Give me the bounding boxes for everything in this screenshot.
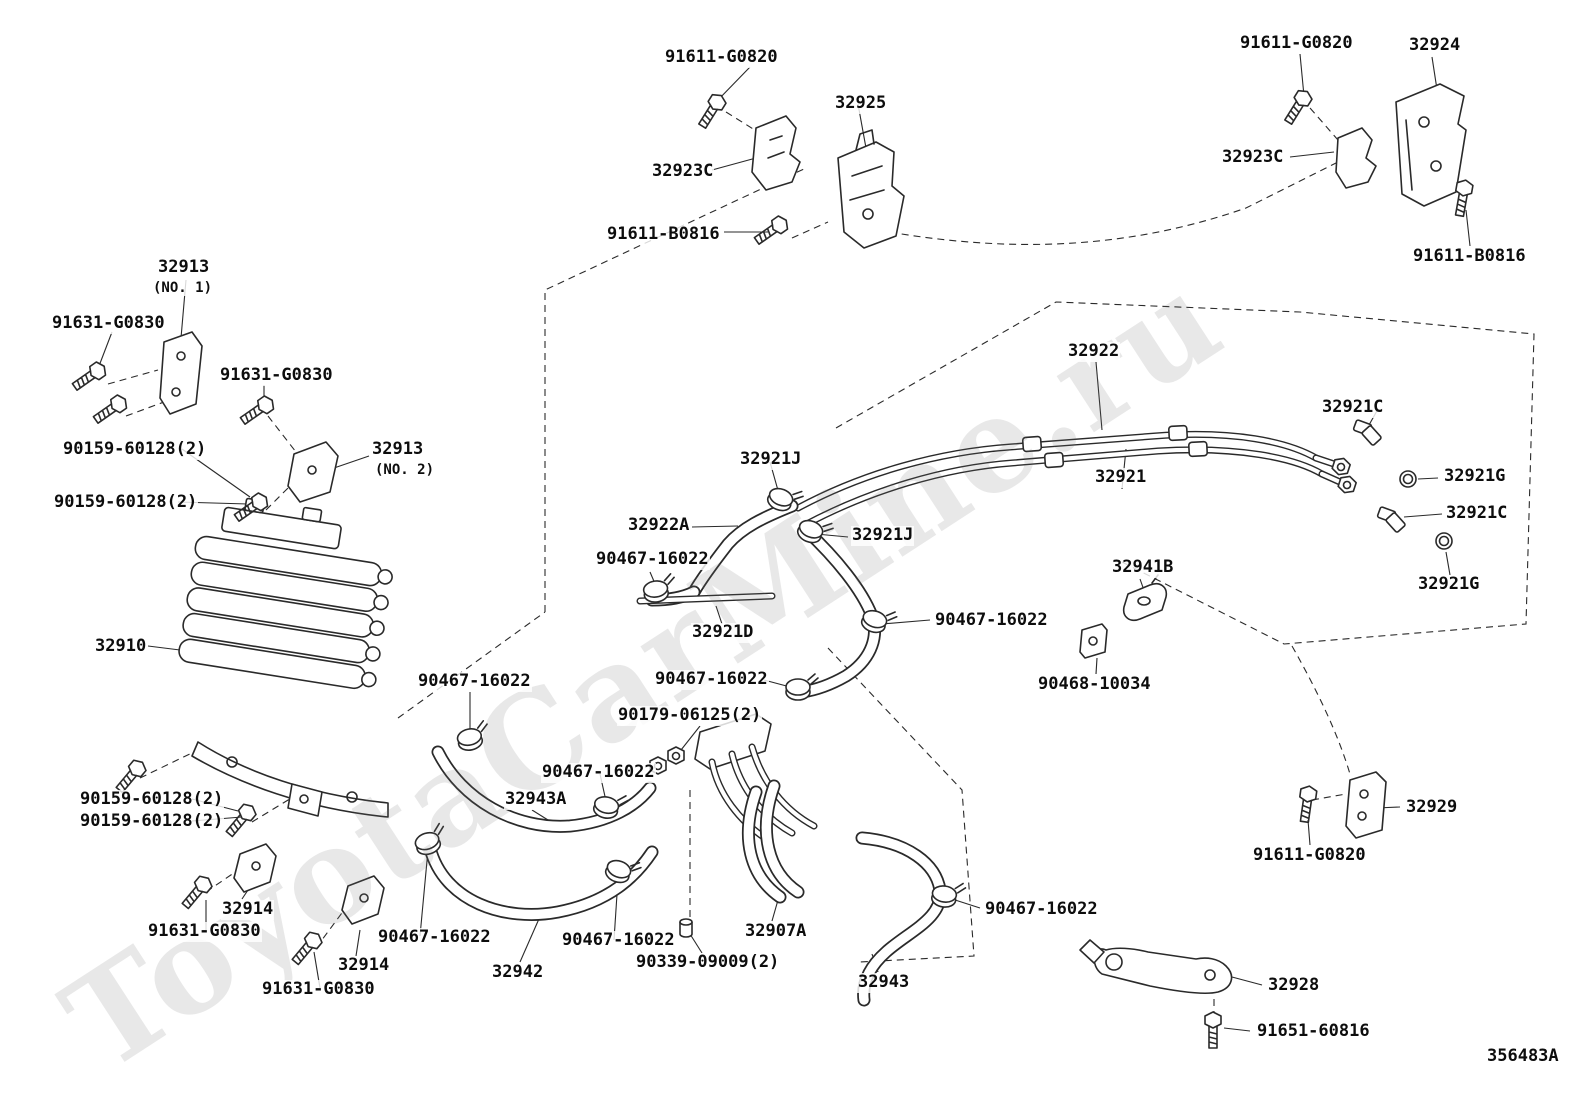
bracket-32923c-left-drawing xyxy=(751,115,801,191)
construction-lines xyxy=(107,107,1535,1018)
part-label-p32942: 32942 xyxy=(491,962,545,983)
hose-32943a-drawing xyxy=(431,745,657,833)
part-label-clamp-16022-8: 90467-16022 xyxy=(984,899,1099,920)
oil-cooler-drawing xyxy=(178,497,393,818)
part-label-p32923c-right: 32923C xyxy=(1221,147,1285,168)
part-label-bolt-60128-4: 90159-60128(2) xyxy=(79,811,225,832)
bracket-32913-no1-drawing xyxy=(159,331,203,415)
bolt-91611-g0820-1-drawing xyxy=(694,90,729,132)
cap-90339-drawing xyxy=(679,918,693,938)
bolt-91651-60816-drawing xyxy=(1204,1011,1222,1049)
part-label-p32913-no2: 32913 xyxy=(371,439,425,460)
part-label-p32914-1: 32914 xyxy=(221,899,275,920)
part-label-p32921j-2: 32921J xyxy=(851,525,915,546)
part-label-p32921c-2: 32921C xyxy=(1445,503,1509,524)
part-label-clamp-16022-1: 90467-16022 xyxy=(595,549,710,570)
hoses-center-drawing xyxy=(636,499,881,699)
clamp-90467-3-drawing xyxy=(454,719,493,754)
part-label-bolt-g0830-1: 91631-G0830 xyxy=(51,313,166,334)
plate-90468-drawing xyxy=(1079,623,1108,659)
bracket-32913-no2-drawing xyxy=(287,441,339,503)
part-label-clamp-16022-4: 90467-16022 xyxy=(654,669,769,690)
bracket-32914-2-drawing xyxy=(341,875,385,925)
part-label-bolt-b0816-right: 91611-B0816 xyxy=(1412,246,1527,267)
part-label-bolt-g0820-tr: 91611-G0820 xyxy=(1239,33,1354,54)
oring-32921g-1-drawing xyxy=(1399,470,1417,488)
tube-bundle-drawing xyxy=(649,713,818,844)
connector-32921c-2-drawing xyxy=(1373,505,1410,536)
part-label-p90179: 90179-06125(2) xyxy=(617,705,763,726)
part-label-bolt-60128-2: 90159-60128(2) xyxy=(53,492,199,513)
clamp-90467-6-drawing xyxy=(410,821,451,859)
part-label-p32943: 32943 xyxy=(857,972,911,993)
part-label-p32914-2: 32914 xyxy=(337,955,391,976)
bracket-32914-1-drawing xyxy=(233,843,277,893)
part-label-drawing-code: 356483A xyxy=(1486,1046,1560,1067)
part-label-p32928: 32928 xyxy=(1267,975,1321,996)
part-label-clamp-16022-5: 90467-16022 xyxy=(541,762,656,783)
part-label-p32913-no1: 32913 xyxy=(157,257,211,278)
part-label-p32913-no1-sub: (NO. 1) xyxy=(152,280,214,297)
part-label-p32921c-1: 32921C xyxy=(1321,397,1385,418)
part-label-bolt-60816: 91651-60816 xyxy=(1256,1021,1371,1042)
part-label-clamp-16022-2: 90467-16022 xyxy=(934,610,1049,631)
bracket-32923c-right-drawing xyxy=(1335,127,1377,189)
part-label-clamp-16022-3: 90467-16022 xyxy=(417,671,532,692)
tubes-32907a-drawing xyxy=(741,779,805,904)
part-label-p32924: 32924 xyxy=(1408,35,1462,56)
part-label-clamp-16022-6: 90467-16022 xyxy=(377,927,492,948)
bracket-32928-drawing xyxy=(1079,939,1233,994)
part-label-bolt-g0830-4: 91631-G0830 xyxy=(261,979,376,1000)
bolt-91611-b0816-1-drawing xyxy=(751,212,792,249)
part-label-bolt-g0830-3: 91631-G0830 xyxy=(147,921,262,942)
part-label-p32921: 32921 xyxy=(1094,467,1148,488)
part-label-bolt-60128-1: 90159-60128(2) xyxy=(62,439,208,460)
part-label-p32922: 32922 xyxy=(1067,341,1121,362)
oil-cooler-tubes-drawing xyxy=(794,424,1359,530)
part-label-p32921g-2: 32921G xyxy=(1417,574,1481,595)
part-label-p32921d: 32921D xyxy=(691,622,755,643)
hose-32943-drawing xyxy=(855,831,947,1007)
bolt-90159-60128-4-drawing xyxy=(222,800,260,840)
part-label-bolt-b0816-left: 91611-B0816 xyxy=(606,224,721,245)
bracket-32925-drawing xyxy=(837,129,905,249)
oring-32921g-2-drawing xyxy=(1435,532,1453,550)
bracket-32924-drawing xyxy=(1395,83,1467,207)
part-label-bolt-g0830-2: 91631-G0830 xyxy=(219,365,334,386)
part-label-p32913-no2-sub: (NO. 2) xyxy=(374,462,436,479)
part-label-p32921g-1: 32921G xyxy=(1443,466,1507,487)
bracket-32929-drawing xyxy=(1345,771,1387,839)
part-label-p32922a: 32922A xyxy=(627,515,691,536)
part-label-p32941b: 32941B xyxy=(1111,557,1175,578)
part-label-p32943a: 32943A xyxy=(504,789,568,810)
bolt-91611-g0820-2-drawing xyxy=(1280,86,1315,128)
part-label-p32929: 32929 xyxy=(1405,797,1459,818)
part-label-p32923c-left: 32923C xyxy=(651,161,715,182)
clamp-32941b-drawing xyxy=(1122,574,1168,622)
part-label-clamp-16022-7: 90467-16022 xyxy=(561,930,676,951)
part-label-p32907a: 32907A xyxy=(744,921,808,942)
bolt-90159-60128-1-drawing xyxy=(90,391,131,428)
bolt-91631-g0830-4-drawing xyxy=(288,928,326,968)
hose-32942-drawing xyxy=(423,841,659,921)
part-label-bolt-60128-3: 90159-60128(2) xyxy=(79,789,225,810)
connector-32921c-1-drawing xyxy=(1349,418,1386,449)
part-label-bolt-g0820-top: 91611-G0820 xyxy=(664,47,779,68)
part-label-p90339: 90339-09009(2) xyxy=(635,952,781,973)
part-label-bolt-g0820-br: 91611-G0820 xyxy=(1252,845,1367,866)
bolt-91631-g0830-2-drawing xyxy=(237,392,278,429)
bolt-91631-g0830-1-drawing xyxy=(69,358,110,395)
part-label-p90468: 90468-10034 xyxy=(1037,674,1152,695)
part-label-p32921j-1: 32921J xyxy=(739,449,803,470)
bolt-91611-g0820-3-drawing xyxy=(1295,784,1319,824)
bolt-91631-g0830-3-drawing xyxy=(178,872,216,912)
part-label-p32910: 32910 xyxy=(94,636,148,657)
part-label-p32925: 32925 xyxy=(834,93,888,114)
